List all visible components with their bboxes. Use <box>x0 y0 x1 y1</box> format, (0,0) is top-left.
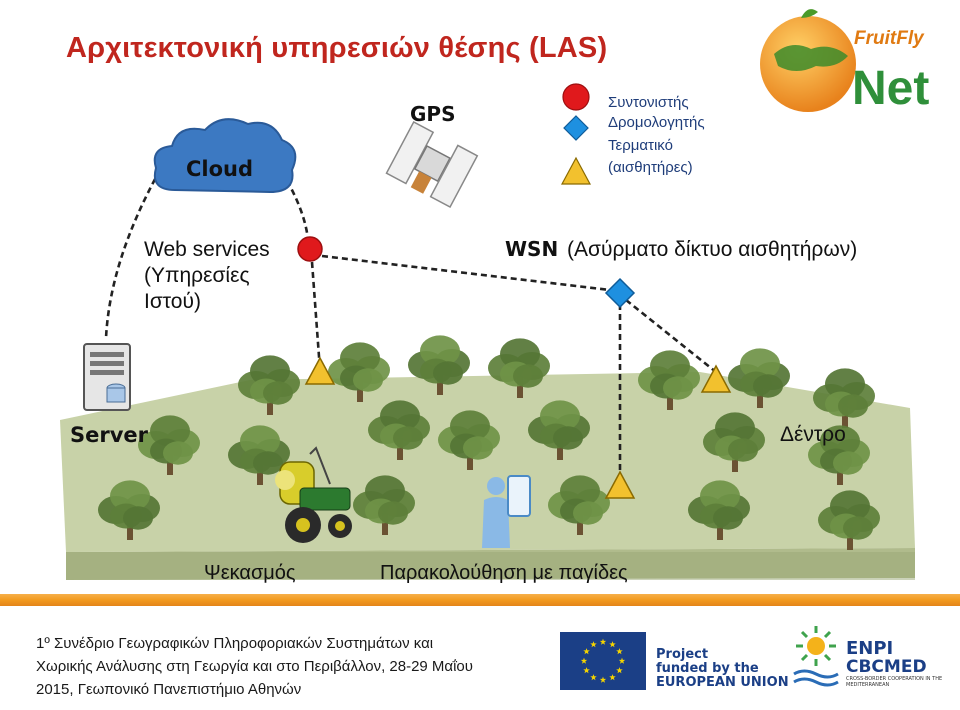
conference-footer: 1º Συνέδριο Γεωγραφικών Πληροφοριακών Συ… <box>36 632 556 701</box>
eu-star-icon <box>599 676 607 683</box>
eu-star-icon <box>609 641 616 648</box>
link-cloud-coordinator <box>280 171 310 241</box>
enpi-label: ENPI <box>846 638 894 659</box>
cbcmed-subtitle: CROSS-BORDER COOPERATION IN THE MEDITERR… <box>846 676 943 688</box>
slide-title: Αρχιτεκτονική υπηρεσιών θέσης (LAS) <box>66 32 608 64</box>
fruitfly-net-logo: FruitFly Net <box>760 9 929 115</box>
olive-tree <box>818 490 880 550</box>
eu-star-icon <box>616 648 623 655</box>
footer-line-3: 2015, Γεωπονικό Πανεπιστήμιο Αθηνών <box>36 681 302 698</box>
olive-tree <box>368 400 430 460</box>
logo-text-small: FruitFly <box>854 28 925 49</box>
legend-terminal-label: Τερματικό <box>608 137 673 154</box>
person-with-tablet-icon <box>482 475 531 548</box>
tree-label: Δέντρο <box>780 423 846 446</box>
tractor-sprayer-icon <box>275 446 352 543</box>
eu-star-icon <box>609 674 616 681</box>
server-icon: Server <box>70 343 149 447</box>
eu-star-icon <box>583 648 590 655</box>
eu-star-icon <box>599 638 607 645</box>
eu-text-line-1: Project <box>656 647 709 662</box>
wsn-label: WSN <box>505 237 558 261</box>
cloud-icon: Cloud <box>153 118 297 194</box>
olive-tree <box>138 415 200 475</box>
eu-star-icon <box>580 657 588 664</box>
spraying-label: Ψεκασμός <box>204 562 296 584</box>
eu-star-icon <box>583 667 590 674</box>
olive-tree <box>638 350 700 410</box>
olive-tree <box>228 425 290 485</box>
legend-diamond-icon <box>563 115 589 141</box>
router-node <box>604 277 636 309</box>
link-coordinator-router <box>321 254 611 292</box>
legend-shapes <box>560 83 592 185</box>
olive-tree <box>238 355 300 415</box>
eu-text-line-3: EUROPEAN UNION <box>656 675 789 690</box>
terminal-node-3 <box>604 470 636 499</box>
gps-label: GPS <box>410 102 455 126</box>
eu-flag-icon <box>560 632 646 690</box>
orchard-field <box>60 372 915 580</box>
coordinator-node <box>297 236 323 262</box>
olive-tree <box>728 348 790 408</box>
enpi-cbcmed-text: ENPI CBCMED CROSS-BORDER COOPERATION IN … <box>846 638 956 689</box>
legend-coordinator-label: Συντονιστής <box>608 94 689 111</box>
eu-star-icon <box>616 667 623 674</box>
legend-triangle-icon <box>560 156 592 185</box>
olive-tree <box>98 480 160 540</box>
link-coordinator-terminal-1 <box>310 261 322 371</box>
olive-tree <box>488 338 550 398</box>
olive-tree <box>808 425 870 485</box>
legend-terminal-sub-label: (αισθητήρες) <box>608 159 693 176</box>
las-architecture-diagram: Cloud GPS Server WSN <box>60 102 915 580</box>
cloud-label: Cloud <box>186 157 253 181</box>
gps-satellite-icon: GPS <box>385 102 479 208</box>
olive-tree <box>813 368 875 428</box>
eu-star-icon <box>590 641 597 648</box>
web-services-label-line2: (Υπηρεσίες <box>144 264 250 287</box>
olive-tree <box>703 412 765 472</box>
legend-router-label: Δρομολογητής <box>608 114 705 131</box>
olive-tree <box>438 410 500 470</box>
terminal-node-1 <box>304 356 336 385</box>
footer-line-2: Χωρικής Ανάλυσης στη Γεωργία και στο Περ… <box>36 658 473 675</box>
olive-tree <box>353 475 415 535</box>
olive-trees <box>98 335 880 550</box>
olive-tree <box>528 400 590 460</box>
legend-circle-icon <box>562 83 590 111</box>
eu-star-icon <box>618 657 626 664</box>
cbcmed-label: CBCMED <box>846 657 927 677</box>
olive-tree <box>688 480 750 540</box>
server-label: Server <box>70 423 149 447</box>
eu-text-line-2: funded by the <box>656 661 759 676</box>
wsn-description: (Ασύρματο δίκτυο αισθητήρων) <box>567 238 858 261</box>
eu-funding-text: Project funded by the EUROPEAN UNION <box>656 648 789 690</box>
web-services-label-line3: Ιστού) <box>144 290 201 313</box>
olive-tree <box>408 335 470 395</box>
network-links <box>104 169 717 478</box>
olive-tree <box>548 475 610 535</box>
link-cloud-server <box>104 169 162 339</box>
eu-star-icon <box>590 674 597 681</box>
olive-tree <box>328 342 390 402</box>
footer-line-1: 1º Συνέδριο Γεωγραφικών Πληροφοριακών Συ… <box>36 635 434 652</box>
terminal-node-2 <box>700 364 732 393</box>
trap-monitoring-label: Παρακολούθηση με παγίδες <box>380 562 628 584</box>
logo-text-big: Net <box>852 62 929 115</box>
web-services-label-line1: Web services <box>144 238 270 261</box>
footer-divider <box>0 594 960 606</box>
enpi-sun-logo <box>793 626 839 687</box>
